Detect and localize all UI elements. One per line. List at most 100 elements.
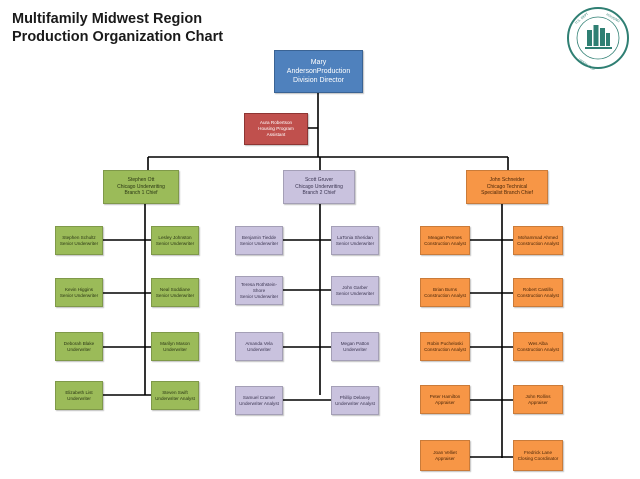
staff-card: Fredrick Lane Closing Coordinator [513,440,563,471]
staff-name: Elizabeth List [65,389,93,395]
branch2-chief-name: Scott Gruver [304,177,334,184]
staff-name: Teresa Rothstein-Shore [240,281,277,293]
staff-card: Elizabeth List Underwriter [55,381,103,410]
staff-card: Peter Hamilton Appraiser [420,385,470,414]
staff-name: Megan Patton [340,340,370,346]
branch1-chief-box: Stephen Ott Chicago Underwriting Branch … [103,170,179,204]
staff-card: Amanda Vela Underwriter [235,332,283,361]
branch1-chief-name: Stephen Ott [127,177,155,184]
branch2-chief-unit: Chicago Underwriting [295,183,343,190]
staff-card: Marilyn Mason Underwriter [151,332,199,361]
staff-name: John Garber [342,284,368,290]
assistant-title-2: Assistant [266,132,286,137]
staff-role: Construction Analyst [424,240,466,246]
staff-name: Marilyn Mason [160,340,190,346]
chart-title-line2: Production Organization Chart [12,29,224,45]
staff-role: Senior Underwriter [335,290,375,296]
staff-card: Phillip Delaney Underwriter Analyst [331,386,379,415]
staff-card: Robert Castillo Construction Analyst [513,278,563,307]
staff-card: Steven Swift Underwriter Analyst [151,381,199,410]
staff-name: Robin Pucheloski [427,340,463,346]
staff-role: Underwriter [343,346,367,352]
staff-name: Meagan Permes [428,234,462,240]
staff-card: John Garber Senior Underwriter [331,276,379,305]
staff-name: Steven Swift [162,389,188,395]
director-title: Division Director [293,77,344,84]
staff-name: John Rollins [525,393,551,399]
staff-name: Joan Velliet [433,449,457,455]
staff-name: Fredrick Lane [523,449,553,455]
staff-role: Construction Analyst [424,346,466,352]
staff-role: Senior Underwriter [239,293,279,299]
chart-title-line1: Multifamily Midwest Region [12,11,203,27]
staff-role: Construction Analyst [517,346,559,352]
staff-card: Neal Soddiane Senior Underwriter [151,278,199,307]
staff-card: Meagan Permes Construction Analyst [420,226,470,255]
staff-card: Wes Alba Construction Analyst [513,332,563,361]
branch1-chief-title: Branch 1 Chief [124,190,158,197]
staff-card: Deborah Blake Underwriter [55,332,103,361]
staff-name: Brian Burns [432,286,457,292]
staff-card: Mohammad Ahmed Construction Analyst [513,226,563,255]
staff-name: Stephen Schultz [62,234,96,240]
technical-chief-title: Specialist Branch Chief [481,190,533,197]
staff-card: Samuel Cramer Underwriter Analyst [235,386,283,415]
staff-name: Wes Alba [528,340,548,346]
staff-role: Senior Underwriter [155,240,195,246]
staff-role: Appraiser [435,399,455,405]
staff-card: Kevin Higgins Senior Underwriter [55,278,103,307]
staff-role: Construction Analyst [517,292,559,298]
staff-role: Underwriter Analyst [155,395,195,401]
staff-role: Senior Underwriter [155,292,195,298]
staff-role: Senior Underwriter [335,240,375,246]
branch1-chief-unit: Chicago Underwriting [117,183,165,190]
staff-role: Underwriter Analyst [335,400,375,406]
staff-name: Deborah Blake Underwriter [63,340,95,352]
staff-name: Samuel Cramer [242,394,276,400]
branch2-chief-box: Scott Gruver Chicago Underwriting Branch… [283,170,355,204]
staff-card: Megan Patton Underwriter [331,332,379,361]
staff-name: Lesley Johnston [158,234,192,240]
staff-name: Mohammad Ahmed [518,234,558,240]
staff-role: Underwriter Analyst [239,400,279,406]
staff-role: Appraiser [435,455,455,461]
staff-role: Underwriter [247,346,271,352]
technical-chief-unit: Chicago Technical [486,183,528,190]
staff-name: Amanda Vela [245,340,273,346]
staff-role: Construction Analyst [424,292,466,298]
chart-title: Multifamily Midwest Region Production Or… [12,10,223,46]
assistant-box: Aura Robertson Housing Program Assistant [244,113,308,145]
staff-role: Underwriter [67,395,91,401]
staff-name: Peter Hamilton [429,393,461,399]
director-name-title: AndersonProduction [286,68,351,75]
staff-name: Phillip Delaney [339,394,371,400]
staff-card: Stephen Schultz Senior Underwriter [55,226,103,255]
staff-card: Benjamin Tiedde Senior Underwriter [235,226,283,255]
director-box: Mary AndersonProduction Division Directo… [274,50,363,93]
hud-seal-logo: U.S. DEPT HOUSING URBAN DEV [567,7,629,70]
staff-name: Robert Castillo [522,286,554,292]
svg-text:HOUSING: HOUSING [606,12,621,23]
staff-role: Underwriter [163,346,187,352]
staff-name: Benjamin Tiedde [241,234,277,240]
staff-card: John Rollins Appraiser [513,385,563,414]
staff-role: Closing Coordinator [517,455,559,461]
staff-role: Senior Underwriter [239,240,279,246]
staff-name: Neal Soddiane [159,286,191,292]
staff-card: Brian Burns Construction Analyst [420,278,470,307]
technical-chief-box: John Schneider Chicago Technical Special… [466,170,548,204]
staff-card: Lesley Johnston Senior Underwriter [151,226,199,255]
assistant-title-1: Housing Program [258,126,294,131]
staff-role: Senior Underwriter [59,292,99,298]
branch2-chief-title: Branch 2 Chief [302,190,336,197]
assistant-name: Aura Robertson [259,120,293,125]
staff-name: Kevin Higgins [64,286,94,292]
staff-card: Teresa Rothstein-Shore Senior Underwrite… [235,276,283,305]
staff-role: Appraiser [528,399,548,405]
staff-card: Joan Velliet Appraiser [420,440,470,471]
staff-card: LaTonia Sheridan Senior Underwriter [331,226,379,255]
director-name: Mary [310,59,327,66]
staff-role: Construction Analyst [517,240,559,246]
staff-name: LaTonia Sheridan [337,234,373,240]
